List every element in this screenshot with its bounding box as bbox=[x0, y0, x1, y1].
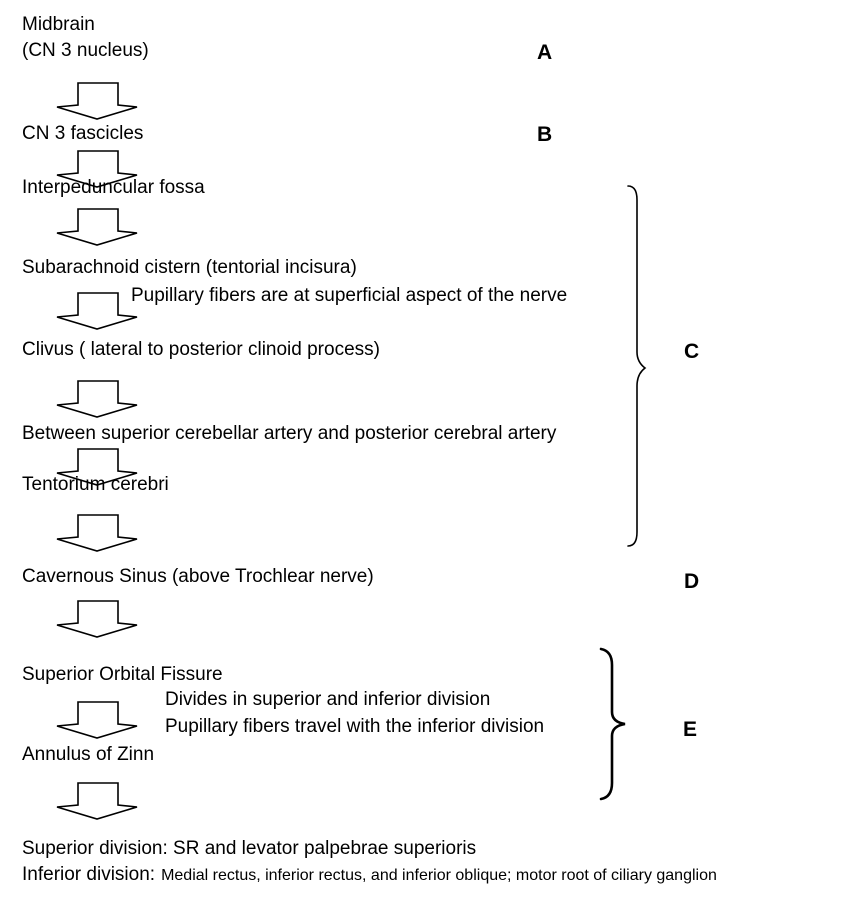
outcome-inferior-division-detail: Medial rectus, inferior rectus, and infe… bbox=[161, 867, 717, 884]
down-arrow-icon bbox=[56, 380, 138, 418]
node-tentorium-cerebri: Tentorium cerebri bbox=[22, 474, 169, 495]
node-cavernous-sinus: Cavernous Sinus (above Trochlear nerve) bbox=[22, 566, 374, 587]
annotation-pupillary-superficial: Pupillary fibers are at superficial aspe… bbox=[131, 285, 568, 306]
down-arrow-icon bbox=[56, 701, 138, 739]
segment-label-b: B bbox=[537, 123, 553, 146]
segment-label-a: A bbox=[537, 41, 553, 64]
outcome-inferior-division: Inferior division: Medial rectus, inferio… bbox=[22, 864, 717, 886]
node-midbrain: Midbrain bbox=[22, 14, 95, 35]
brace-segment-e-icon bbox=[599, 647, 626, 801]
node-clivus: Clivus ( lateral to posterior clinoid pr… bbox=[22, 339, 380, 360]
node-interpeduncular-fossa: Interpeduncular fossa bbox=[22, 177, 205, 198]
outcome-inferior-division-label: Inferior division: bbox=[22, 864, 156, 885]
down-arrow-icon bbox=[56, 600, 138, 638]
annotation-divides-divisions: Divides in superior and inferior divisio… bbox=[165, 689, 491, 710]
node-cn3-nucleus: (CN 3 nucleus) bbox=[22, 40, 149, 61]
down-arrow-icon bbox=[56, 514, 138, 552]
node-cn3-fascicles: CN 3 fascicles bbox=[22, 123, 144, 144]
node-subarachnoid-cistern: Subarachnoid cistern (tentorial incisura… bbox=[22, 257, 357, 278]
annotation-pupillary-inferior: Pupillary fibers travel with the inferio… bbox=[165, 716, 545, 737]
node-annulus-of-zinn: Annulus of Zinn bbox=[22, 744, 155, 765]
node-between-arteries: Between superior cerebellar artery and p… bbox=[22, 423, 557, 444]
down-arrow-icon bbox=[56, 292, 138, 330]
down-arrow-icon bbox=[56, 448, 138, 486]
segment-label-e: E bbox=[683, 718, 698, 741]
down-arrow-icon bbox=[56, 782, 138, 820]
node-superior-orbital-fissure: Superior Orbital Fissure bbox=[22, 664, 223, 685]
down-arrow-icon bbox=[56, 208, 138, 246]
brace-segment-c-icon bbox=[627, 185, 647, 547]
down-arrow-icon bbox=[56, 82, 138, 120]
down-arrow-icon bbox=[56, 150, 138, 188]
segment-label-d: D bbox=[684, 570, 700, 593]
segment-label-c: C bbox=[684, 340, 700, 363]
outcome-superior-division: Superior division: SR and levator palpeb… bbox=[22, 838, 477, 859]
